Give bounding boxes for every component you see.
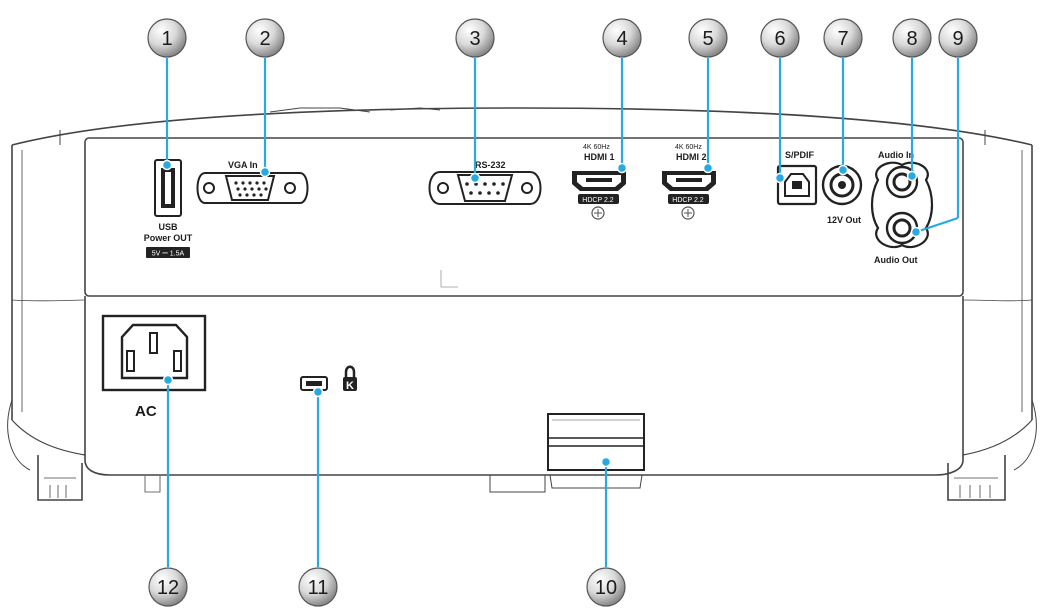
12v-out-jack xyxy=(821,164,863,206)
svg-text:3: 3 xyxy=(469,28,480,50)
hdmi-2-port xyxy=(662,171,716,220)
svg-text:12: 12 xyxy=(157,577,179,599)
callout-1: 1 xyxy=(147,18,187,58)
svg-text:8: 8 xyxy=(906,28,917,50)
audio-in-label: Audio In xyxy=(878,150,914,160)
usb-spec-badge xyxy=(146,247,190,258)
ac-power-inlet xyxy=(101,314,207,392)
callout-10: 10 xyxy=(586,567,626,607)
projector-body xyxy=(7,107,1037,501)
vga-in-label: VGA In xyxy=(228,160,258,170)
svg-text:10: 10 xyxy=(595,577,617,599)
rs232-port xyxy=(428,171,542,205)
callout-5: 5 xyxy=(688,18,728,58)
callout-7: 7 xyxy=(823,18,863,58)
leader-lines xyxy=(165,58,960,567)
svg-text:6: 6 xyxy=(774,28,785,50)
hdmi-1-label: HDMI 1 xyxy=(584,152,615,162)
ac-label: AC xyxy=(135,403,157,420)
spdif-label: S/PDIF xyxy=(785,150,815,160)
svg-text:1: 1 xyxy=(161,28,172,50)
usb-power-out-port xyxy=(154,159,182,217)
hdmi-2-spec-label: 4K 60Hz xyxy=(675,144,702,151)
callout-6: 6 xyxy=(760,18,800,58)
callout-12: 12 xyxy=(148,567,188,607)
svg-text:11: 11 xyxy=(308,577,329,599)
svg-text:9: 9 xyxy=(952,28,963,50)
rs232-label: RS-232 xyxy=(475,160,506,170)
hdmi-2-label: HDMI 2 xyxy=(676,152,707,162)
12v-out-label: 12V Out xyxy=(827,215,861,225)
svg-text:4: 4 xyxy=(616,28,627,50)
callout-9: 9 xyxy=(938,18,978,58)
adjustable-foot-latch xyxy=(547,413,645,471)
svg-text:5: 5 xyxy=(702,28,713,50)
audio-out-label: Audio Out xyxy=(874,255,918,265)
security-bar xyxy=(300,376,328,391)
svg-text:2: 2 xyxy=(259,28,270,50)
usb-power-out-label: Power OUT xyxy=(144,233,193,243)
callout-4: 4 xyxy=(602,18,642,58)
spdif-port xyxy=(776,164,818,206)
audio-jacks xyxy=(870,161,934,249)
callout-3: 3 xyxy=(455,18,495,58)
svg-text:K: K xyxy=(346,380,354,392)
vga-in-port xyxy=(196,172,309,204)
usb-spec-label: 5V ⎓ 1.5A xyxy=(152,251,185,258)
usb-label: USB xyxy=(158,222,178,232)
callout-11: 11 xyxy=(298,567,338,607)
kensington-lock-icon: K xyxy=(343,365,357,392)
leader-dots xyxy=(161,159,922,468)
callout-2: 2 xyxy=(245,18,285,58)
hdmi-1-spec-label: 4K 60Hz xyxy=(583,144,610,151)
callout-8: 8 xyxy=(892,18,932,58)
hdmi-1-port xyxy=(572,171,626,220)
svg-text:7: 7 xyxy=(837,28,848,50)
hdcp-1-label: HDCP 2.2 xyxy=(582,197,613,204)
hdcp-2-label: HDCP 2.2 xyxy=(672,197,703,204)
